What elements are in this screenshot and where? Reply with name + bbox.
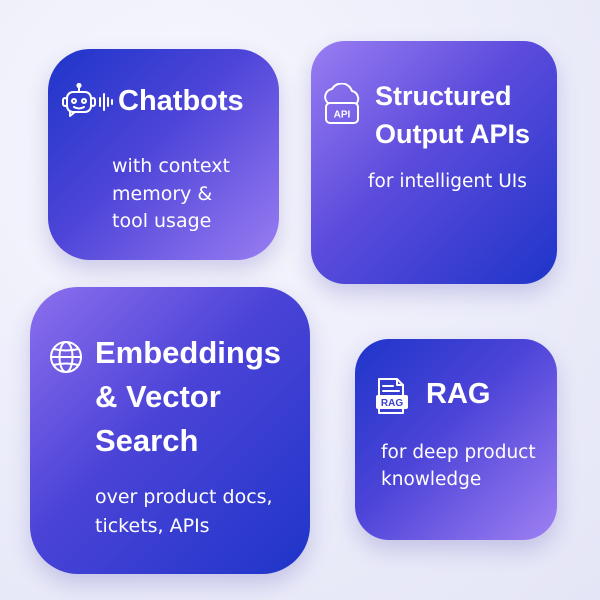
embeddings-vector-search-card: Embeddings & Vector Search over product … [30,287,310,574]
icon-label: API [334,110,351,121]
card-title: Chatbots [118,85,244,117]
icon-label: RAG [381,398,403,409]
structured-output-apis-card: API Structured Output APIs for intellige… [311,41,557,284]
card-description: for deep product knowledge [381,442,536,490]
card-description: with context memory & tool usage [112,155,230,232]
card-description: for intelligent UIs [368,171,527,192]
robot-voice-icon [62,83,113,117]
rag-document-icon: RAG [376,378,408,414]
card-description: over product docs, tickets, APIs [95,486,273,537]
cloud-api-icon: API [324,83,360,124]
chatbots-card: Chatbots with context memory & tool usag… [48,49,279,260]
globe-icon [50,341,82,373]
card-title: RAG [426,378,491,410]
rag-card: RAG RAG for deep product knowledge [355,339,557,540]
card-title: Embeddings & Vector Search [95,335,282,458]
card-title: Structured Output APIs [375,81,530,149]
